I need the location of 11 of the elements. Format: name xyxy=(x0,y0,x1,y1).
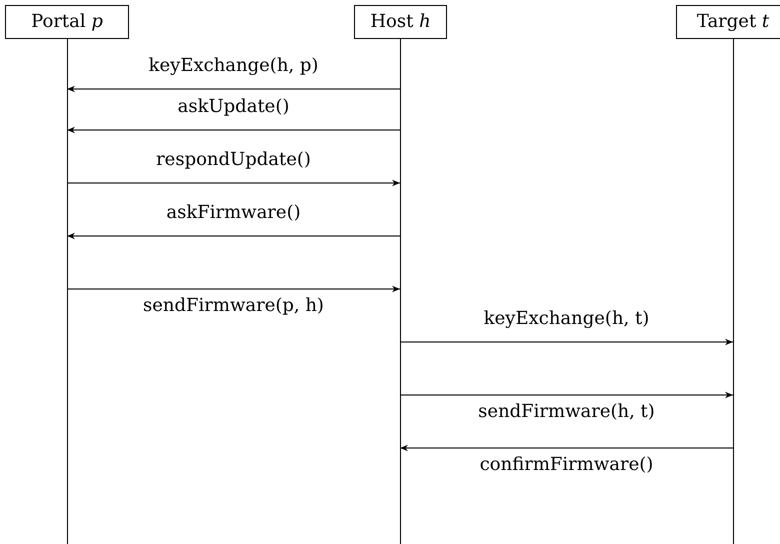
participant-box: Portal p xyxy=(5,5,129,39)
message-arrow xyxy=(66,286,400,292)
message-arrow xyxy=(400,444,734,452)
message-arrow xyxy=(400,392,734,398)
message-arrow xyxy=(400,338,734,346)
message-arrow xyxy=(66,126,400,134)
participant-box: Target t xyxy=(676,5,780,39)
message-arrow xyxy=(66,232,400,240)
message-arrow xyxy=(66,86,400,92)
message-arrow xyxy=(66,180,400,186)
participant-box: Host h xyxy=(354,5,447,39)
